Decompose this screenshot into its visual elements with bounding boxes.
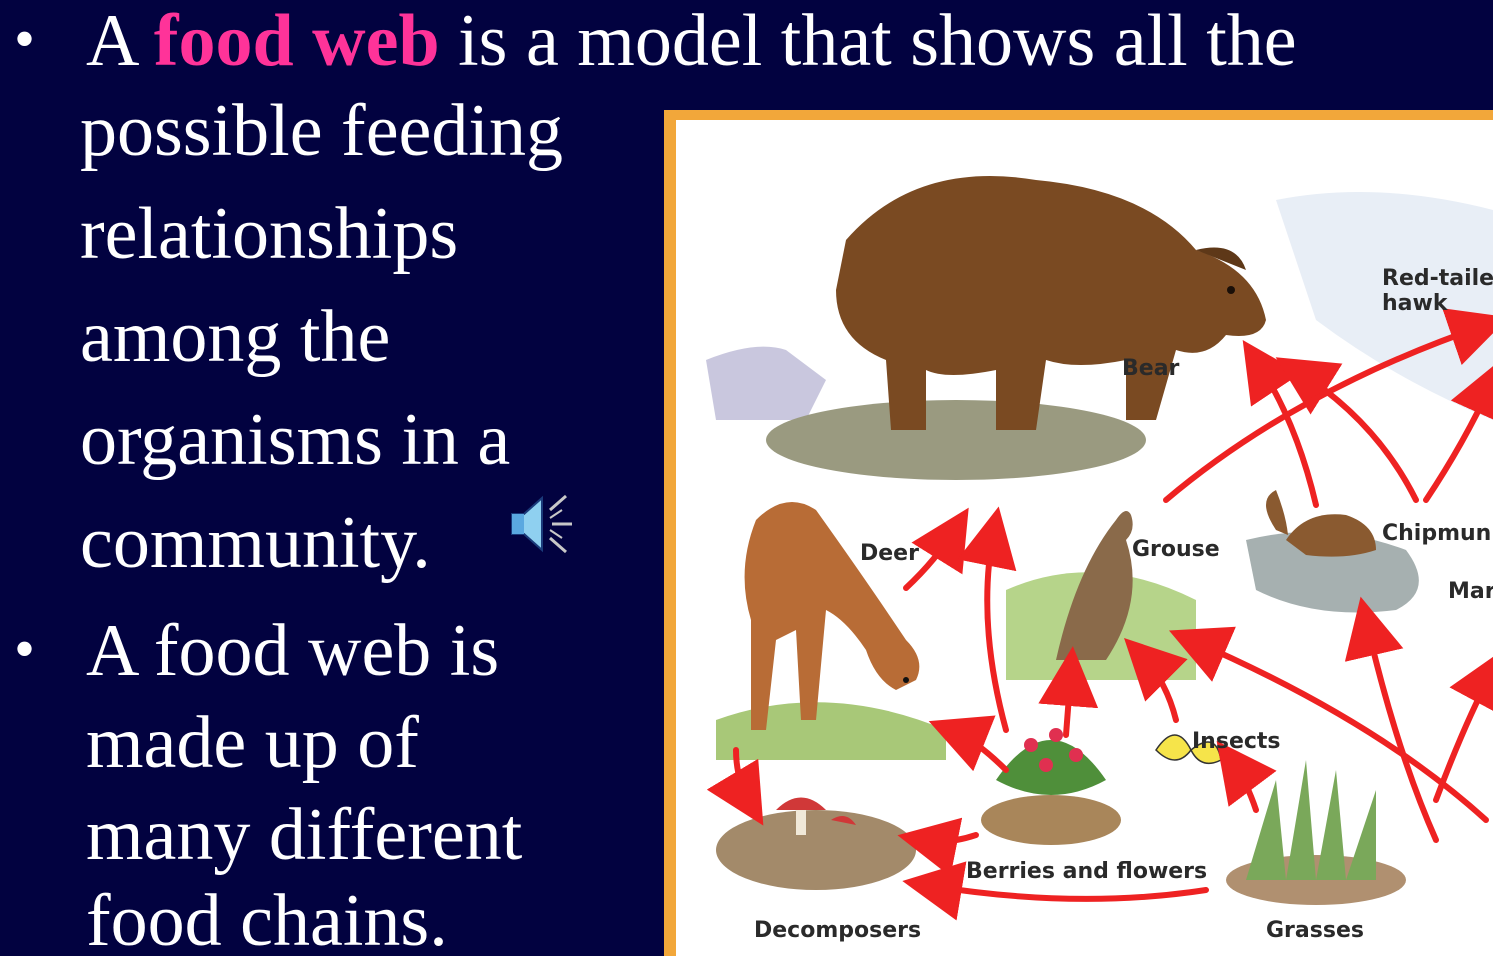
deer-illustration [745,502,920,730]
label-decomposers: Decomposers [754,918,921,943]
label-chipmunk: Chipmunk [1382,521,1493,546]
label-grasses: Grasses [1266,918,1364,943]
speaker-icon[interactable] [506,488,586,560]
label-insects: Insects [1192,729,1281,754]
bullet-1-suffix: is a model that shows all the [440,0,1297,82]
label-hawk-1: Red-tailed [1382,266,1493,291]
bullet-2-line-2: made up of [86,706,419,780]
bear-illustration [836,176,1266,430]
bullet-1-prefix: A [86,0,154,82]
bullet-1-line-5: organisms in a [80,403,510,477]
bullet-1-line-6: community. [80,506,431,580]
bullet-1-line-2: possible feeding [80,94,563,168]
bullet-1-line-1: A food web is a model that shows all the [86,4,1297,78]
label-grouse: Grouse [1132,537,1220,562]
label-deer: Deer [860,541,919,566]
bullet-2-line-3: many different [86,798,522,872]
label-hawk-2: hawk [1382,291,1449,316]
label-bear: Bear [1122,356,1180,381]
bullet-marker-1: • [14,2,35,76]
decomposers-illustration [716,798,916,891]
bullet-marker-2: • [14,612,35,686]
bullet-1-line-4: among the [80,300,390,374]
label-berries: Berries and flowers [966,859,1207,884]
bullet-1-line-3: relationships [80,197,458,271]
label-marmot: Mar [1448,579,1493,604]
food-web-illustration: Bear Red-tailed hawk Deer Grouse Chipmun… [676,120,1493,956]
bullet-2-line-1: A food web is [86,614,499,688]
grasses-illustration [1226,760,1406,905]
food-web-figure: Bear Red-tailed hawk Deer Grouse Chipmun… [664,110,1493,956]
berries-illustration [981,728,1121,845]
bullet-2-line-4: food chains. [86,884,448,956]
food-web-highlight: food web [154,0,440,82]
